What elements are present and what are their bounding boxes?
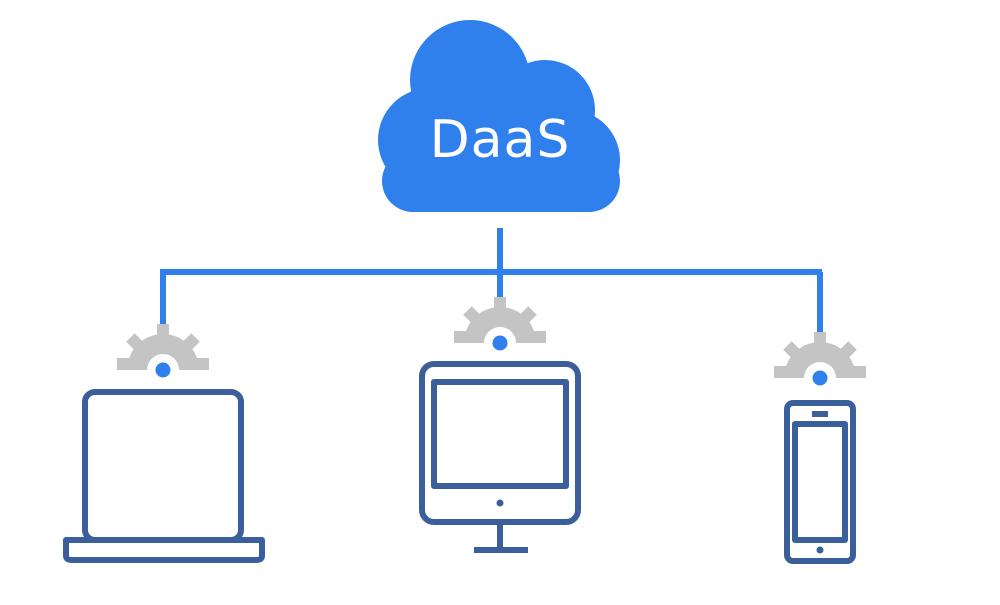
phone-home-button: [816, 546, 824, 554]
cloud-label: DaaS: [429, 110, 571, 170]
monitor-power-dot: [496, 499, 504, 507]
laptop-base: [63, 537, 265, 563]
laptop-screen: [82, 389, 244, 543]
node-dot-monitor: [489, 332, 511, 354]
connector-lines: [160, 228, 823, 340]
smartphone-icon: [784, 400, 856, 564]
phone-screen: [792, 421, 848, 543]
laptop-icon: [63, 389, 265, 563]
phone-body: [784, 400, 856, 564]
node-dot-phone: [809, 367, 831, 389]
gear-icon-laptop: [117, 324, 209, 381]
gear-icon-phone: [774, 332, 866, 389]
cloud-icon: [378, 20, 620, 212]
node-dot-laptop: [152, 359, 174, 381]
monitor-icon: [419, 361, 581, 553]
monitor-screen: [431, 379, 569, 489]
gear-icon-monitor: [454, 297, 546, 354]
monitor-body: [419, 361, 581, 525]
